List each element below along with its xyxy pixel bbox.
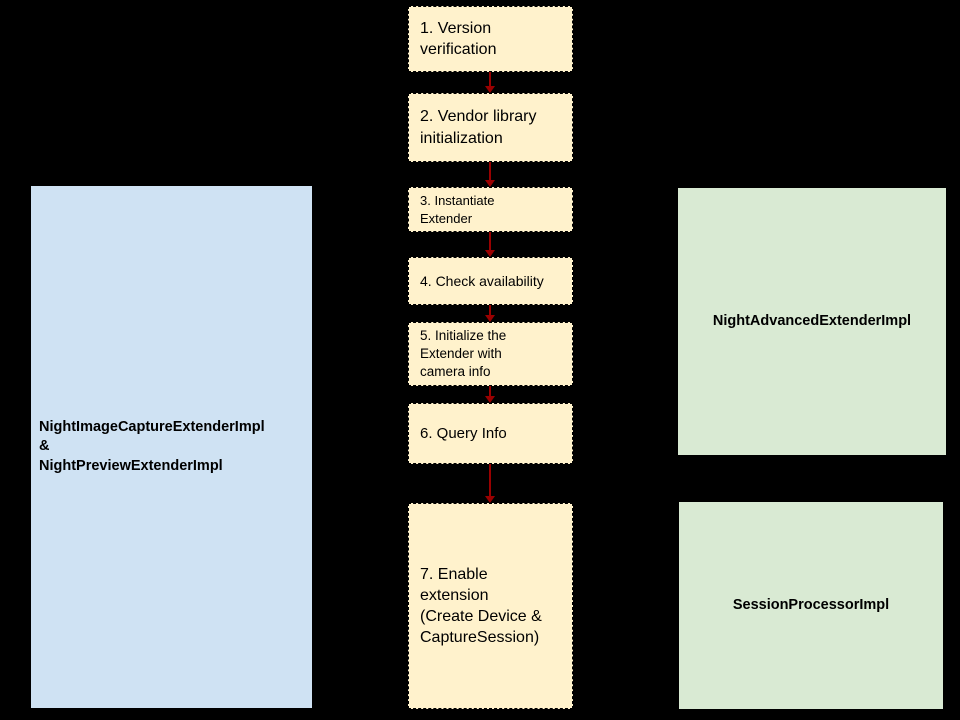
step-label: 5. Initialize the Extender with camera i…: [420, 328, 507, 379]
node-night-advanced-extender-impl: NightAdvancedExtenderImpl: [678, 188, 946, 455]
step-label: 6. Query Info: [420, 424, 507, 442]
flow-arrow-4: [484, 305, 496, 322]
arrow-down-icon: [485, 86, 495, 93]
arrow-down-icon: [485, 250, 495, 257]
arrow-down-icon: [485, 315, 495, 322]
arrow-down-icon: [485, 396, 495, 403]
step-box-version-verification: 1. Version verification: [408, 6, 573, 72]
node-label: SessionProcessorImpl: [732, 596, 890, 613]
step-label: 1. Version verification: [420, 19, 497, 58]
step-box-vendor-library-initialization: 2. Vendor library initialization: [408, 93, 573, 162]
flow-arrow-2: [484, 162, 496, 187]
node-label: NightImageCaptureExtenderImpl & NightPre…: [39, 418, 265, 474]
step-label: 4. Check availability: [420, 272, 544, 289]
step-box-initialize-extender-with-camera-info: 5. Initialize the Extender with camera i…: [408, 322, 573, 386]
arrow-shaft: [489, 162, 491, 180]
arrow-shaft: [489, 464, 491, 496]
flow-arrow-5: [484, 386, 496, 403]
node-session-processor-impl: SessionProcessorImpl: [679, 502, 943, 709]
step-box-instantiate-extender: 3. Instantiate Extender: [408, 187, 573, 232]
step-label: 2. Vendor library initialization: [420, 108, 537, 147]
node-night-image-capture-and-preview-extender-impl: NightImageCaptureExtenderImpl & NightPre…: [31, 186, 312, 708]
flow-arrow-6: [484, 464, 496, 503]
arrow-down-icon: [485, 180, 495, 187]
arrow-shaft: [489, 72, 491, 86]
step-box-check-availability: 4. Check availability: [408, 257, 573, 305]
step-box-query-info: 6. Query Info: [408, 403, 573, 464]
flow-arrow-1: [484, 72, 496, 93]
flow-arrow-3: [484, 232, 496, 257]
arrow-down-icon: [485, 496, 495, 503]
step-label: 7. Enable extension (Create Device & Cap…: [420, 565, 542, 647]
arrow-shaft: [489, 232, 491, 250]
step-label: 3. Instantiate Extender: [420, 193, 495, 226]
step-box-enable-extension: 7. Enable extension (Create Device & Cap…: [408, 503, 573, 709]
arrow-shaft: [489, 386, 491, 396]
arrow-shaft: [489, 305, 491, 315]
node-label: NightAdvancedExtenderImpl: [712, 312, 912, 329]
